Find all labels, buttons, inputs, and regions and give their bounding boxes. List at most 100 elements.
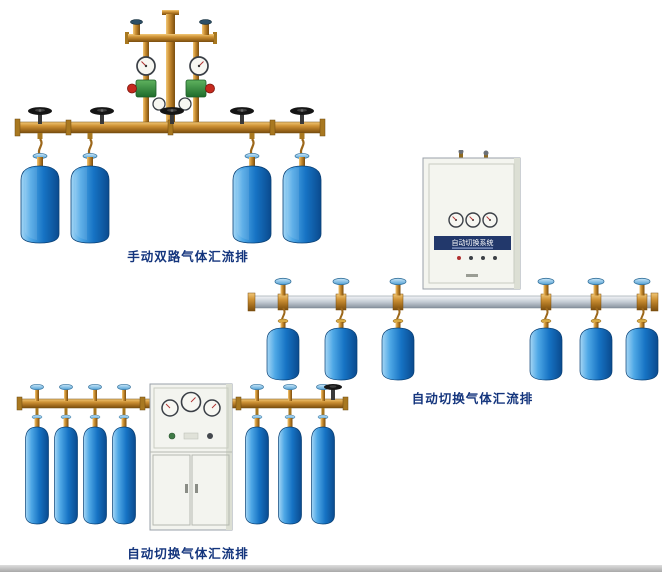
pipe-mount [335, 293, 347, 311]
valve-handwheel [290, 107, 314, 124]
pipe-flange [319, 118, 326, 137]
valve-knob [117, 383, 131, 402]
pressure-gauge [152, 97, 166, 111]
cabinet-label-strip [434, 236, 511, 250]
cabinet-top-fitting [459, 150, 463, 159]
pipe-joint [139, 396, 146, 411]
cabinet-door-right [191, 454, 230, 526]
cabinet-panel-border [428, 163, 515, 284]
pipe-joint [269, 119, 276, 136]
gas-cylinder [529, 318, 563, 381]
valve-knob [389, 277, 407, 296]
cabinet-panel-border [153, 387, 229, 449]
top-cap [162, 10, 179, 15]
gas-cylinder [278, 414, 302, 525]
pipe-mount [392, 293, 404, 311]
valve-knob [587, 277, 605, 296]
valve-knob [274, 277, 292, 296]
auto-manifold-wall-illustration: 自动切换系统 [247, 150, 659, 381]
pipe-flange [16, 396, 23, 411]
center-riser-pipe [166, 14, 175, 124]
valve-handwheel [230, 107, 254, 124]
door-handle [195, 484, 198, 493]
valve-knob [88, 383, 102, 402]
indicator-light [493, 256, 497, 260]
top-bar-pipe [128, 34, 214, 42]
cabinet-side-shade [514, 158, 520, 289]
gas-cylinder [311, 414, 335, 525]
pipe-mount [277, 293, 289, 311]
riser-stub-right [202, 23, 209, 35]
regulator-knob [205, 83, 215, 94]
valve-knob [59, 383, 73, 402]
pressure-gauge [482, 212, 498, 228]
pipe-end-cap [650, 292, 659, 312]
valve-handwheel [90, 107, 114, 124]
pipe-flange [342, 396, 349, 411]
manual-manifold-illustration [14, 10, 326, 244]
gas-cylinder [324, 318, 358, 381]
cylinder-stems [35, 408, 325, 416]
label-plate [183, 432, 199, 440]
valve-handwheel [28, 107, 52, 124]
product-caption-manual-manifold: 手动双路气体汇流排 [127, 249, 249, 264]
top-valve-knob-left [130, 19, 143, 25]
pipe-end-cap [247, 292, 256, 312]
collector-pipe [247, 292, 659, 312]
pressure-regulator-left [127, 56, 157, 98]
valve-knob [332, 277, 350, 296]
product-caption-auto-manifold-floor: 自动切换气体汇流排 [127, 546, 249, 561]
product-caption-auto-manifold-wall: 自动切换气体汇流排 [411, 391, 534, 406]
pipe-flange [14, 118, 21, 137]
page-bottom-border [0, 565, 662, 572]
pressure-regulator-right [185, 56, 215, 98]
valve-knob [30, 383, 44, 402]
cabinet-label-text: 自动切换系统 [452, 238, 494, 247]
pipe-mount [590, 293, 602, 311]
regulator-body [185, 79, 207, 98]
control-knob [207, 433, 213, 439]
gas-cylinder [25, 414, 49, 525]
bar-flange-right [213, 32, 217, 44]
gas-cylinder [266, 318, 300, 381]
top-valve-knob-right [199, 19, 212, 25]
pipe-mount [540, 293, 552, 311]
pressure-gauge [448, 212, 464, 228]
indicator-light [457, 256, 461, 260]
gas-cylinder [20, 152, 60, 244]
cabinet-door-left [152, 454, 191, 526]
connection-hose [37, 138, 43, 156]
connection-hose [87, 138, 93, 156]
regulator-knob [127, 83, 137, 94]
end-valve-handwheel [324, 384, 342, 400]
cabinet-label-subtitle [452, 247, 493, 249]
pressure-gauge [178, 97, 192, 111]
control-knob [168, 432, 176, 440]
cabinet-handle [466, 274, 478, 277]
control-cabinet: 自动切换系统 [422, 150, 521, 290]
gas-cylinder [381, 318, 415, 381]
gas-cylinder [54, 414, 78, 525]
indicator-light [481, 256, 485, 260]
pipe-joint [235, 396, 242, 411]
control-cabinet [149, 383, 233, 531]
valve-knob [537, 277, 555, 296]
gas-cylinder [112, 414, 136, 525]
gas-cylinder [245, 414, 269, 525]
gas-cylinder [625, 318, 659, 381]
auto-manifold-floor-illustration [16, 383, 349, 531]
valve-knob [633, 277, 651, 296]
pipe-mount [636, 293, 648, 311]
valve-knob [250, 383, 264, 402]
riser-stub-left [133, 23, 140, 35]
gas-cylinder [70, 152, 110, 244]
indicator-light [469, 256, 473, 260]
pressure-gauge [465, 212, 481, 228]
regulator-body [135, 79, 157, 98]
valve-knob [283, 383, 297, 402]
valve-handwheel [160, 107, 184, 124]
gas-cylinder [83, 414, 107, 525]
door-handle [185, 484, 188, 493]
bar-flange-left [125, 32, 129, 44]
